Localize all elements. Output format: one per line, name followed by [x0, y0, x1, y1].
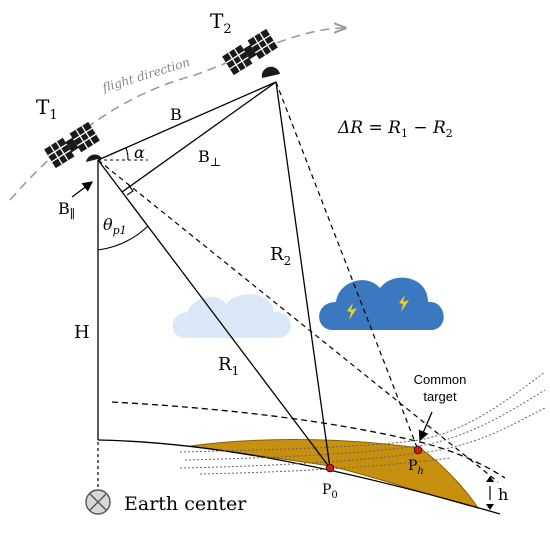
ellipsoid-dashed-line [111, 401, 506, 479]
label-h: h [498, 485, 508, 504]
label-T2: T2 [210, 9, 232, 37]
label-Ph: Ph [408, 458, 424, 477]
label-H: H [74, 322, 90, 343]
label-theta: θp1 [103, 215, 127, 237]
satellite-antenna [86, 154, 102, 162]
common-target-arrow [418, 411, 433, 442]
baseline-perpendicular [121, 81, 277, 193]
label-flight-direction: flight direction [100, 55, 192, 95]
point-Ph [413, 445, 423, 455]
baseline-B [97, 81, 277, 161]
reference-surface-line [97, 439, 501, 515]
satellite-icon [43, 121, 101, 169]
point-P0 [325, 463, 335, 473]
label-R1: R1 [218, 354, 239, 378]
range-R1 [97, 159, 331, 469]
label-earth-center: Earth center [124, 493, 247, 515]
storm-cloud-icon [319, 277, 444, 330]
label-B-parallel: B∥ [58, 199, 75, 221]
circle-cross-icon [85, 489, 111, 515]
b-parallel-arrow [71, 181, 94, 198]
theta-arc [97, 225, 149, 251]
satellite-antenna [261, 66, 280, 78]
label-R2: R2 [270, 244, 291, 268]
label-B: B [170, 105, 182, 124]
label-T1: T1 [36, 95, 58, 123]
label-alpha: α [134, 143, 145, 162]
lightning-icon [347, 303, 357, 320]
cloud-icon [172, 294, 291, 338]
alpha-arc [125, 147, 129, 161]
range-R2 [275, 81, 331, 469]
range-T2-target [275, 81, 419, 451]
right-angle-marker [126, 183, 134, 196]
label-delta-R: ΔR = R1 − R2 [337, 118, 453, 140]
label-B-perp: B⊥ [198, 147, 221, 169]
range-T1-target [97, 159, 499, 483]
lightning-icon [399, 295, 409, 312]
label-P0: P0 [322, 482, 338, 501]
